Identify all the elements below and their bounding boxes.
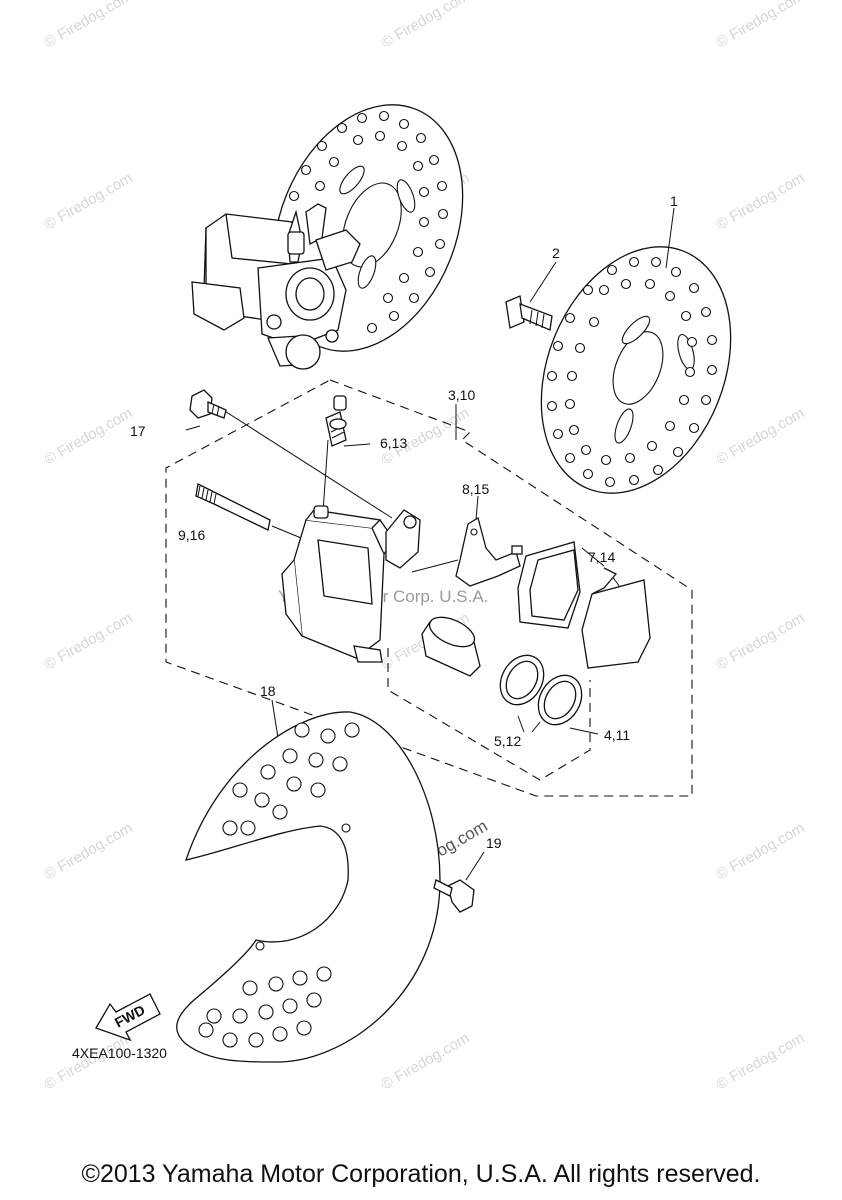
caliper-assembly-boundary — [165, 379, 693, 797]
label-part-8-15: 8,15 — [462, 481, 489, 497]
label-part-18: 18 — [260, 683, 276, 699]
watermark: © Firedog.com — [379, 0, 473, 51]
caliper-piston — [421, 616, 481, 677]
bolt-part-17 — [189, 389, 227, 419]
watermark: © Firedog.com — [714, 609, 808, 673]
brake-disc-part-1 — [540, 246, 732, 494]
label-part-3-10: 3,10 — [448, 387, 475, 403]
watermark: © Firedog.com — [714, 1029, 808, 1093]
watermark: © Firedog.com — [42, 609, 136, 673]
label-part-4-11: 4,11 — [604, 727, 630, 743]
assembled-caliper — [191, 203, 361, 370]
label-part-17: 17 — [130, 423, 146, 439]
watermark: © Firedog.com — [714, 169, 808, 233]
disc-bolt-part-2 — [505, 295, 553, 331]
watermark: © Firedog.com — [714, 0, 808, 51]
watermark: © Firedog.com — [714, 819, 808, 883]
watermark: © Firedog.com — [42, 0, 136, 51]
disc-cover-part-18 — [176, 711, 441, 1063]
assembled-view — [191, 104, 464, 370]
label-part-1: 1 — [670, 193, 678, 209]
watermark: © Firedog.com — [42, 404, 136, 468]
watermark: © Firedog.com — [42, 169, 136, 233]
watermark: © Firedog.com — [379, 1029, 473, 1093]
caliper-body — [281, 505, 421, 663]
watermark: © Firedog.com — [714, 404, 808, 468]
part-labels: 1 2 3,10 4,11 5,12 6,13 7,14 8,15 9,16 1… — [72, 193, 678, 1061]
caliper-pin-part-9-16 — [195, 483, 271, 531]
label-part-6-13: 6,13 — [380, 435, 407, 451]
diagram-code: 4XEA100-1320 — [72, 1045, 167, 1061]
label-part-9-16: 9,16 — [178, 527, 205, 543]
label-part-5-12: 5,12 — [494, 733, 521, 749]
bolt-part-19 — [433, 879, 475, 913]
label-part-2: 2 — [552, 245, 560, 261]
bleed-screw-part-6-13 — [325, 395, 347, 447]
piston-seals-part-4-5 — [499, 654, 583, 726]
watermark: © Firedog.com — [42, 819, 136, 883]
watermark: © Firedog.com — [42, 1029, 136, 1093]
copyright-notice: ©2013 Yamaha Motor Corporation, U.S.A. A… — [81, 1160, 761, 1188]
brake-pads-part-7-14 — [517, 541, 651, 669]
pad-kit-boundary — [387, 648, 591, 781]
pad-spring-part-8-15 — [455, 516, 523, 587]
label-part-7-14: 7,14 — [588, 549, 615, 565]
label-part-19: 19 — [486, 835, 502, 851]
